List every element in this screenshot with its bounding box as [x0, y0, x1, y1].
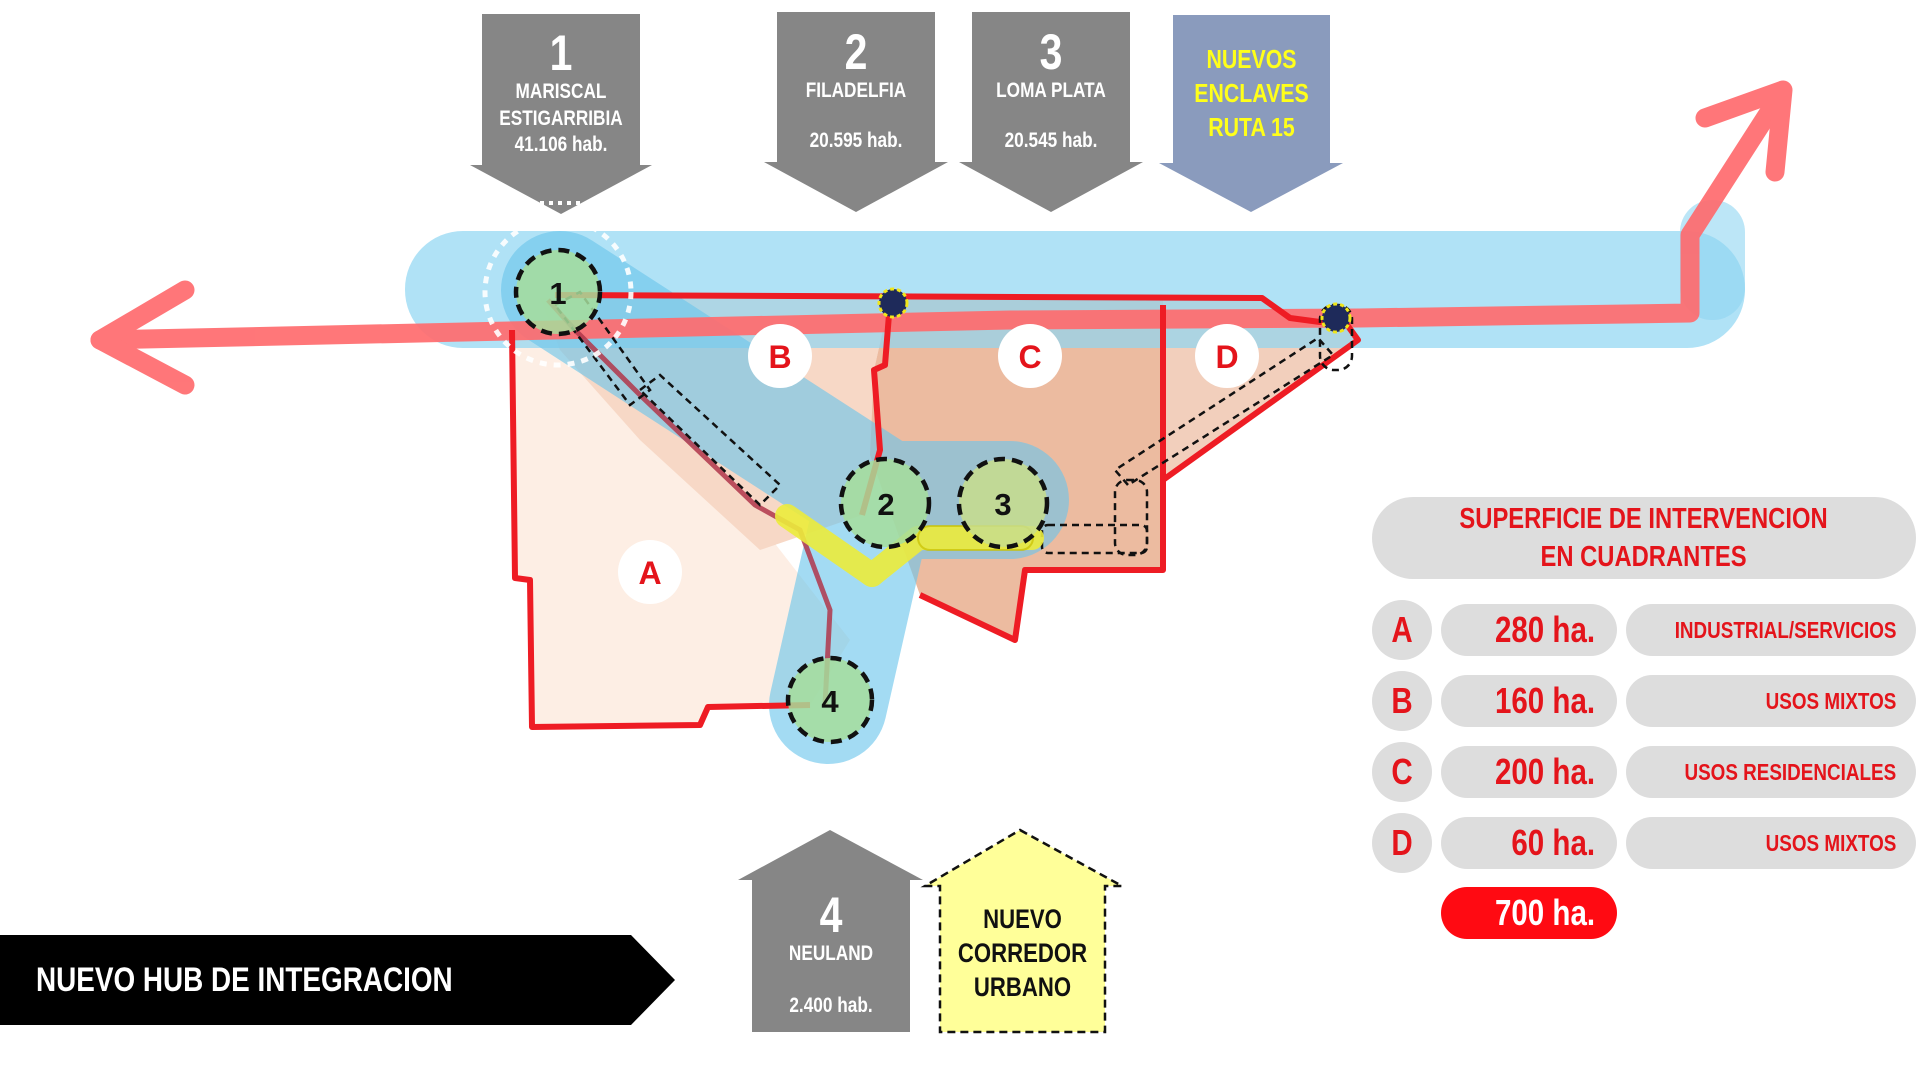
corridor-label: NUEVO CORREDOR URBANO	[955, 902, 1090, 1004]
hub-2-circle	[838, 456, 932, 550]
surface-row-c-area: 200 ha.	[1441, 746, 1617, 798]
city-2-number: 2	[844, 24, 868, 80]
road-arrowhead-west	[90, 280, 195, 395]
surface-total: 700 ha.	[1441, 887, 1617, 939]
city-3-name: LOMA PLATA	[996, 79, 1106, 102]
road-arrowhead-north	[1695, 80, 1793, 182]
surface-row-a-use: INDUSTRIAL/SERVICIOS	[1626, 604, 1916, 656]
hub-3-circle	[956, 456, 1050, 550]
road-arrow	[90, 80, 1793, 395]
city-3-population: 20.545 hab.	[1004, 129, 1098, 152]
surface-row-c-letter: C	[1372, 742, 1432, 802]
yellow-seg-1	[775, 504, 884, 587]
surface-row-a-area: 280 ha.	[1441, 604, 1617, 656]
hub-label-1: 1	[549, 276, 566, 311]
boundary-outer	[554, 292, 1361, 643]
surface-row-c-use: USOS RESIDENCIALES	[1626, 746, 1916, 798]
city-4-number: 4	[819, 887, 843, 943]
hub-label-2: 2	[877, 487, 894, 522]
surface-row-d-use: USOS MIXTOS	[1626, 817, 1916, 869]
hub-circles	[513, 247, 1050, 745]
city-3-label: 3 LOMA PLATA 20.545 hab.	[986, 27, 1116, 154]
city-4-name: NEULAND	[788, 942, 874, 965]
quadrant-a-label: A	[638, 555, 661, 591]
quadrant-b-label: B	[768, 339, 791, 375]
surface-row-b-use: USOS MIXTOS	[1626, 675, 1916, 727]
quadrant-c-marker	[998, 324, 1062, 388]
corridor-line1: NUEVO	[983, 904, 1062, 934]
road-line	[90, 85, 1790, 350]
city-1-arrow	[470, 14, 652, 214]
city-2-name: FILADELFIA	[805, 79, 907, 102]
corridor-line3: URBANO	[973, 972, 1072, 1002]
hub-1-circle	[513, 247, 603, 337]
city-1-population: 41.106 hab.	[514, 133, 608, 156]
surface-row-a-letter: A	[1372, 600, 1432, 660]
quadrant-d-marker	[1195, 324, 1259, 388]
surface-title: SUPERFICIE DE INTERVENCION EN CUADRANTES	[1372, 497, 1916, 579]
enclaves-line3: RUTA 15	[1208, 112, 1295, 142]
road-node-filadelfia	[877, 287, 909, 319]
road-node-east	[1320, 302, 1352, 334]
quadrant-boundary	[509, 292, 1361, 730]
surface-row-d-letter: D	[1372, 813, 1432, 873]
city-3-arrow	[959, 12, 1143, 212]
city-2-population: 20.595 hab.	[809, 129, 903, 152]
surface-title-line1: SUPERFICIE DE INTERVENCION	[1459, 503, 1829, 535]
hub-4-circle	[785, 655, 875, 745]
title-banner: NUEVO HUB DE INTEGRACION	[0, 935, 675, 1025]
enclaves-line2: ENCLAVES	[1194, 78, 1309, 108]
link-1-2	[638, 373, 782, 507]
quadrant-d-label: D	[1215, 339, 1238, 375]
surface-row-b-area: 160 ha.	[1441, 675, 1617, 727]
quadrant-labels: A B C D	[618, 324, 1259, 604]
city-4-label: 4 NEULAND 2.400 hab.	[766, 890, 896, 1019]
link-east-a	[1113, 478, 1149, 557]
hub-label-3: 3	[994, 487, 1011, 522]
surface-title-line2: EN CUADRANTES	[1540, 541, 1748, 573]
surface-row-b-letter: B	[1372, 671, 1432, 731]
quadrant-b-marker	[748, 324, 812, 388]
city-1-name-line1: MARISCAL	[515, 80, 607, 103]
enclaves-label: NUEVOS ENCLAVES RUTA 15	[1187, 42, 1316, 144]
city-1-label: 1 MARISCAL ESTIGARRIBIA 41.106 hab.	[496, 28, 626, 158]
city-3-number: 3	[1039, 24, 1063, 80]
link-east-b	[1113, 336, 1335, 487]
city-4-arrow	[738, 830, 923, 1032]
enclaves-line1: NUEVOS	[1206, 44, 1297, 74]
quadrant-a-marker	[618, 540, 682, 604]
city-1-name-line2: ESTIGARRIBIA	[499, 107, 623, 130]
city-2-label: 2 FILADELFIA 20.595 hab.	[791, 27, 921, 154]
page-title: NUEVO HUB DE INTEGRACION	[36, 960, 453, 999]
city-4-population: 2.400 hab.	[789, 994, 873, 1017]
quadrant-a-area	[512, 330, 850, 727]
enclaves-arrow	[1159, 15, 1343, 212]
boundary-southwest	[509, 329, 811, 730]
corridor-arrow	[920, 828, 1123, 1034]
surface-row-d-area: 60 ha.	[1441, 817, 1617, 869]
quadrant-c-label: C	[1018, 339, 1041, 375]
hub-1-halo	[482, 216, 634, 368]
corridor-line2: CORREDOR	[957, 938, 1088, 968]
city-1-number: 1	[549, 25, 573, 81]
hub-label-4: 4	[821, 684, 839, 719]
city-2-arrow	[764, 12, 948, 212]
